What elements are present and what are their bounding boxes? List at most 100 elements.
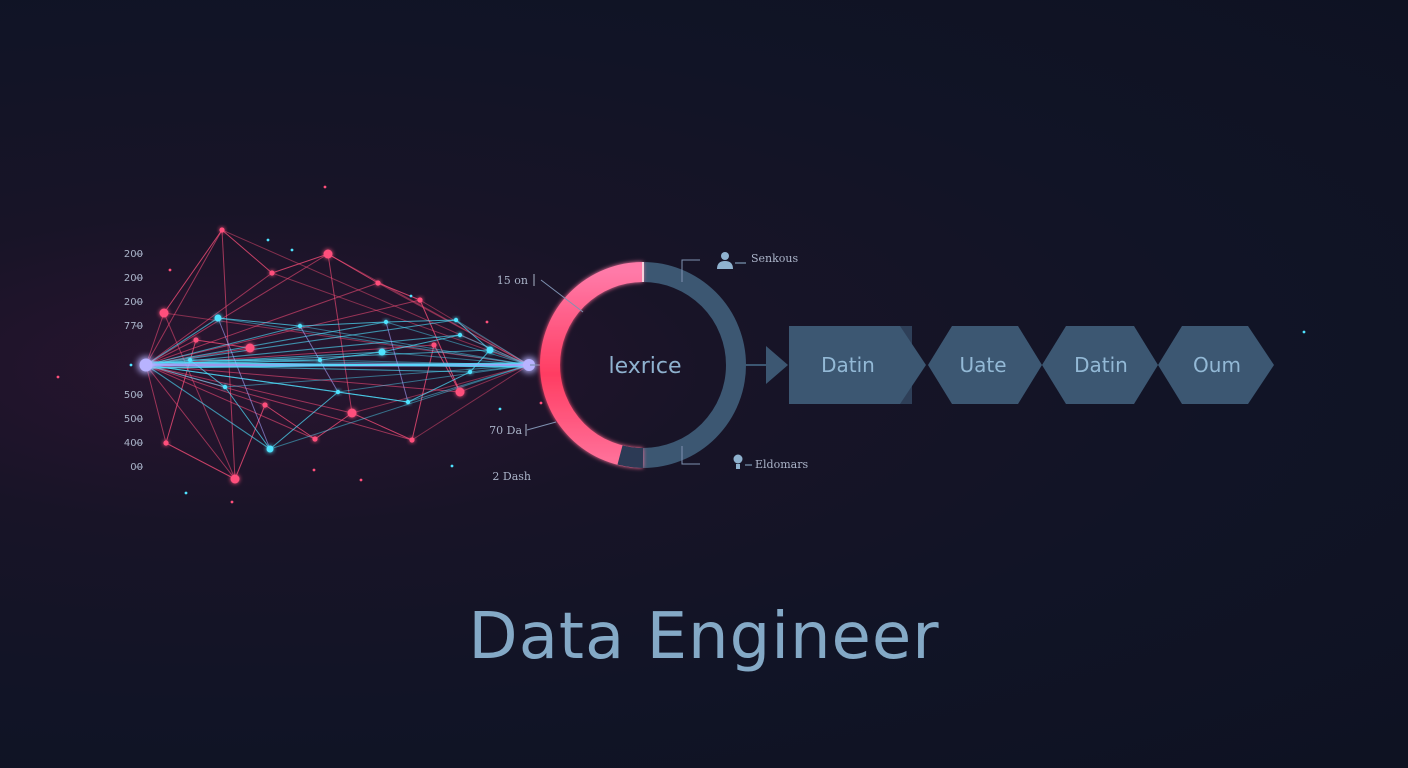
network-line	[145, 312, 165, 366]
network-line	[299, 325, 530, 366]
network-line	[411, 364, 530, 441]
network-line	[224, 386, 271, 450]
network-line	[419, 299, 461, 393]
network-line	[269, 391, 339, 450]
annotation-label: 2 Dash	[492, 470, 531, 483]
network-line	[145, 364, 353, 414]
network-line	[314, 412, 353, 440]
axis-tick-label: 200	[124, 297, 143, 308]
network-node	[409, 437, 415, 443]
network-line	[145, 364, 271, 450]
network-line	[145, 317, 219, 366]
network-node	[335, 389, 341, 395]
network-node	[269, 270, 275, 276]
network-line	[145, 364, 266, 406]
network-line	[337, 364, 530, 393]
network-line	[459, 364, 530, 393]
network-line	[145, 282, 379, 366]
network-line	[221, 229, 530, 366]
particle	[230, 500, 234, 504]
network-line	[299, 321, 387, 327]
bulb-icon	[733, 454, 743, 469]
network-line	[217, 317, 530, 366]
network-line	[407, 371, 471, 403]
annotation-label: 15 on	[497, 274, 528, 287]
annotation-bracket	[681, 259, 700, 282]
network-node	[455, 387, 465, 397]
annotation-bracket	[681, 446, 700, 465]
network-line	[351, 412, 413, 441]
particle	[129, 363, 133, 367]
network-line	[327, 253, 353, 414]
network-line	[271, 253, 329, 274]
network-node	[163, 440, 169, 446]
network-line	[319, 351, 383, 361]
network-line	[145, 319, 457, 366]
axis-tick-label: 500	[124, 414, 143, 425]
network-node	[230, 474, 240, 484]
network-line	[264, 404, 316, 440]
axis-ticks: 200 200 200 770 500 500 400 00	[124, 249, 143, 473]
pipeline-stage-3	[1042, 326, 1158, 404]
network-node	[317, 357, 323, 363]
annotation-label: Senkous	[751, 252, 799, 265]
network-line	[419, 299, 530, 366]
network-line	[163, 312, 530, 366]
particle	[450, 464, 454, 468]
network-line	[433, 344, 461, 393]
network-line	[455, 319, 491, 351]
network-node	[219, 227, 225, 233]
network-line	[385, 321, 409, 403]
network-line	[145, 325, 301, 366]
network-line	[221, 229, 273, 274]
annotation-label: 70 Da	[489, 424, 522, 437]
network-line	[165, 339, 197, 444]
axis-tick-label: 400	[124, 438, 143, 449]
pipeline-stage-2	[928, 326, 1042, 404]
network-node	[383, 319, 389, 325]
annotation-label: Eldomars	[755, 458, 808, 471]
network-line	[407, 364, 530, 403]
page-title: Data Engineer	[468, 600, 940, 674]
network-node	[417, 297, 423, 303]
network-line	[455, 319, 530, 366]
network-node	[405, 399, 411, 405]
network-node	[245, 343, 255, 353]
network-node	[222, 384, 228, 390]
particle	[168, 268, 172, 272]
network-node	[323, 249, 333, 259]
network-line	[327, 253, 530, 366]
particle	[323, 185, 327, 189]
left-annotations: 15 on 70 Da 2 Dash	[489, 274, 584, 483]
network-line	[337, 391, 409, 403]
network-node	[187, 357, 193, 363]
pipeline: Datin Uate Datin Oum	[738, 326, 1274, 404]
network-line	[217, 317, 301, 327]
network-line	[145, 364, 226, 388]
network-line	[377, 282, 530, 366]
axis-tick-label: 770	[124, 321, 143, 332]
particle	[56, 375, 60, 379]
network-endpoint	[139, 358, 153, 372]
network-node	[159, 308, 169, 318]
network-line	[145, 339, 197, 366]
particle	[359, 478, 363, 482]
network-line	[217, 317, 271, 450]
particle	[1302, 330, 1306, 334]
network-line	[163, 229, 223, 314]
network-node	[214, 314, 222, 322]
network-line	[385, 321, 530, 366]
pipeline-arrow-icon	[766, 346, 788, 384]
network-node	[347, 408, 357, 418]
network-line	[459, 334, 530, 366]
network-node	[297, 323, 303, 329]
ring-arc-dark	[617, 445, 644, 468]
particle	[409, 294, 413, 298]
network-node	[431, 342, 437, 348]
network-node	[266, 445, 274, 453]
network-line	[385, 319, 457, 323]
network-line	[377, 282, 421, 301]
network-line	[221, 229, 236, 480]
particle	[539, 401, 543, 405]
